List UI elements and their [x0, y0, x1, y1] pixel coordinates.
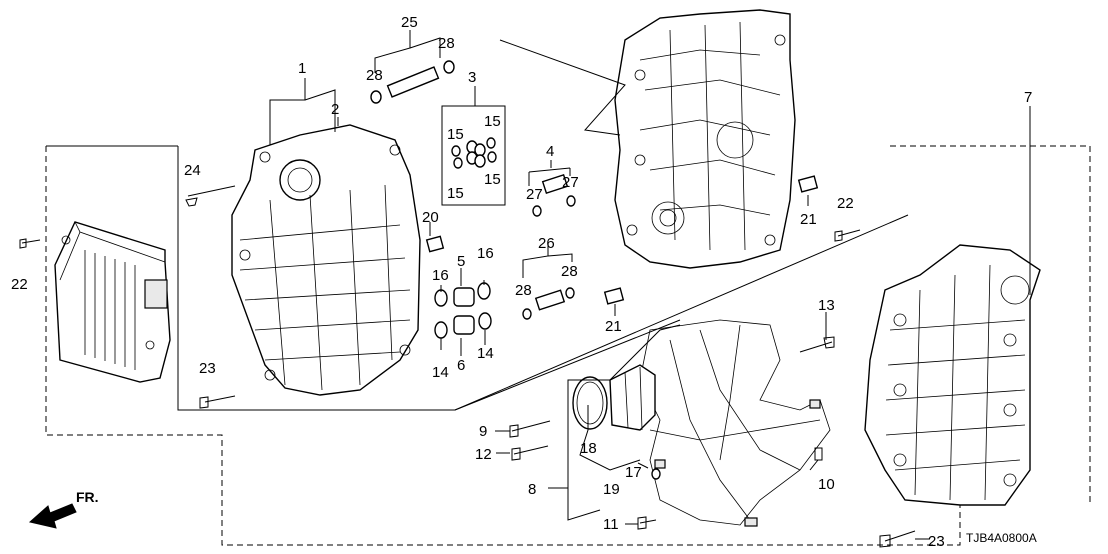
callout-26: 26	[538, 235, 555, 252]
callout-11: 11	[603, 516, 619, 533]
valve-body	[864, 244, 1041, 506]
callout-14-left: 14	[432, 364, 449, 381]
callout-18: 18	[580, 440, 597, 457]
callout-4: 4	[546, 143, 554, 160]
o-rings-15	[451, 137, 497, 169]
wire-harness	[639, 319, 831, 527]
callout-28-lower-right: 28	[561, 263, 578, 280]
callout-15-top-right: 15	[484, 113, 501, 130]
callout-28-pipe-right: 28	[438, 35, 455, 52]
callout-7: 7	[1024, 89, 1032, 106]
callout-14-right: 14	[477, 345, 494, 362]
callout-8: 8	[528, 481, 536, 498]
leader-lines	[269, 30, 1031, 540]
callout-15-bottom-left: 15	[447, 185, 464, 202]
boundary-cover-box	[177, 146, 909, 411]
callout-15-top-left: 15	[447, 126, 464, 143]
callout-15-bottom-right: 15	[484, 171, 501, 188]
transmission-case	[614, 9, 796, 269]
callout-23-right: 23	[928, 533, 945, 550]
callout-25: 25	[401, 14, 418, 31]
front-direction-arrow: FR.	[28, 489, 99, 529]
dashed-boundary-left	[45, 146, 961, 546]
callout-28-lower-left: 28	[515, 282, 532, 299]
dowel-pins	[425, 175, 819, 305]
pipe-4	[532, 174, 576, 217]
callout-21-upper: 21	[800, 211, 817, 228]
dashed-boundary-right	[890, 145, 1091, 505]
pipe-25	[370, 60, 455, 104]
callout-13: 13	[818, 297, 835, 314]
pipe-26	[522, 287, 575, 320]
callout-6: 6	[457, 357, 465, 374]
callout-19: 19	[603, 481, 620, 498]
callout-23-left: 23	[199, 360, 216, 377]
callout-1: 1	[298, 60, 306, 77]
sensor-and-oring	[572, 364, 656, 431]
callout-9: 9	[479, 423, 487, 440]
boundary-guide-2	[499, 39, 626, 136]
callout-2: 2	[331, 101, 339, 118]
callout-16-left: 16	[432, 267, 449, 284]
front-direction-label: FR.	[76, 489, 99, 505]
ecu-module	[54, 221, 171, 383]
callout-16-right: 16	[477, 245, 494, 262]
boundary-guide-1	[454, 319, 681, 411]
callout-22-right: 22	[837, 195, 854, 212]
callout-28-pipe-left: 28	[366, 67, 383, 84]
callout-22-left: 22	[11, 276, 28, 293]
pistons-5-6	[434, 282, 492, 339]
callout-24: 24	[184, 162, 201, 179]
diagram-code: TJB4A0800A	[966, 531, 1037, 545]
callout-27-right: 27	[562, 174, 579, 191]
transmission-cover	[231, 124, 421, 396]
bolts	[19, 185, 916, 548]
callout-10: 10	[818, 476, 835, 493]
callout-27-left: 27	[526, 186, 543, 203]
callout-20: 20	[422, 209, 439, 226]
callout-21-lower: 21	[605, 318, 622, 335]
callout-5: 5	[457, 253, 465, 270]
callout-numbers: 1 2 3 4 5 6 7 8 9 10 11 12 13 14 14 15 1…	[11, 14, 1032, 550]
callout-3: 3	[468, 69, 476, 86]
callout-12: 12	[475, 446, 492, 463]
callout-17: 17	[625, 464, 642, 481]
